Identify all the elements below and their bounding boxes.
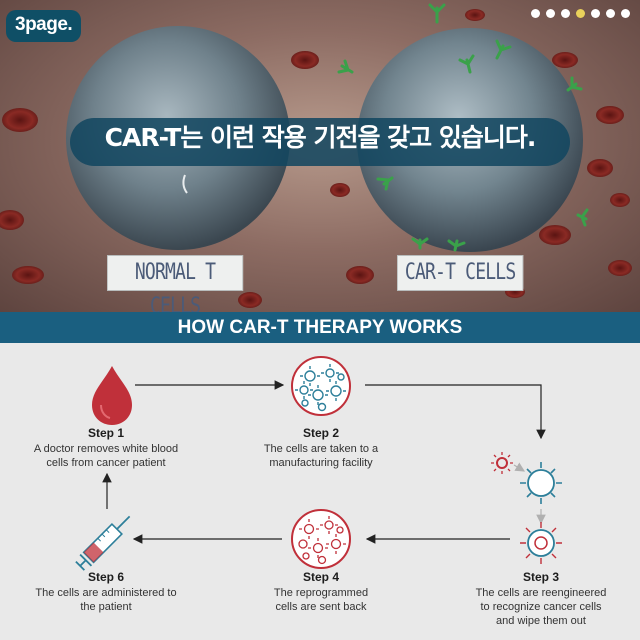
step4-title: Step 4 [302, 570, 339, 584]
section-banner: HOW CAR-T THERAPY WORKS [0, 312, 640, 343]
page-dot-4-active[interactable] [576, 9, 585, 18]
step6-title: Step 6 [87, 570, 124, 584]
page-dot-2[interactable] [546, 9, 555, 18]
blood-drop-icon [92, 366, 132, 425]
reprogrammed-cells-icon [291, 509, 351, 569]
page-dot-5[interactable] [591, 9, 600, 18]
page-dot-7[interactable] [621, 9, 630, 18]
infographic-graphics [75, 356, 562, 571]
red-blood-cells [0, 9, 632, 308]
syringe-icon [75, 515, 131, 571]
label-normal-t-cells: NORMAL T CELLS [107, 255, 244, 312]
arrow-step2-to-step3 [365, 384, 546, 440]
pagination-dots [531, 9, 630, 18]
hero-image: 3page. CAR-T는 이런 작용 기전을 갖고 있습니다. NORMAL … [0, 0, 640, 312]
brand-logo[interactable]: 3page. [6, 10, 82, 42]
step1-title: Step 1 [87, 426, 124, 440]
flow-arrows [102, 380, 546, 544]
label-car-t-cells: CAR-T CELLS [397, 255, 524, 291]
page-dot-6[interactable] [606, 9, 615, 18]
step3-title: Step 3 [522, 570, 559, 584]
page-dot-3[interactable] [561, 9, 570, 18]
car-receptors [337, 3, 589, 252]
page-dot-1[interactable] [531, 9, 540, 18]
hero-caption: CAR-T는 이런 작용 기전을 갖고 있습니다. [70, 118, 570, 166]
step2-title: Step 2 [302, 426, 339, 440]
cell-cluster-icon [291, 356, 351, 416]
engineered-cell-icon [491, 452, 562, 564]
